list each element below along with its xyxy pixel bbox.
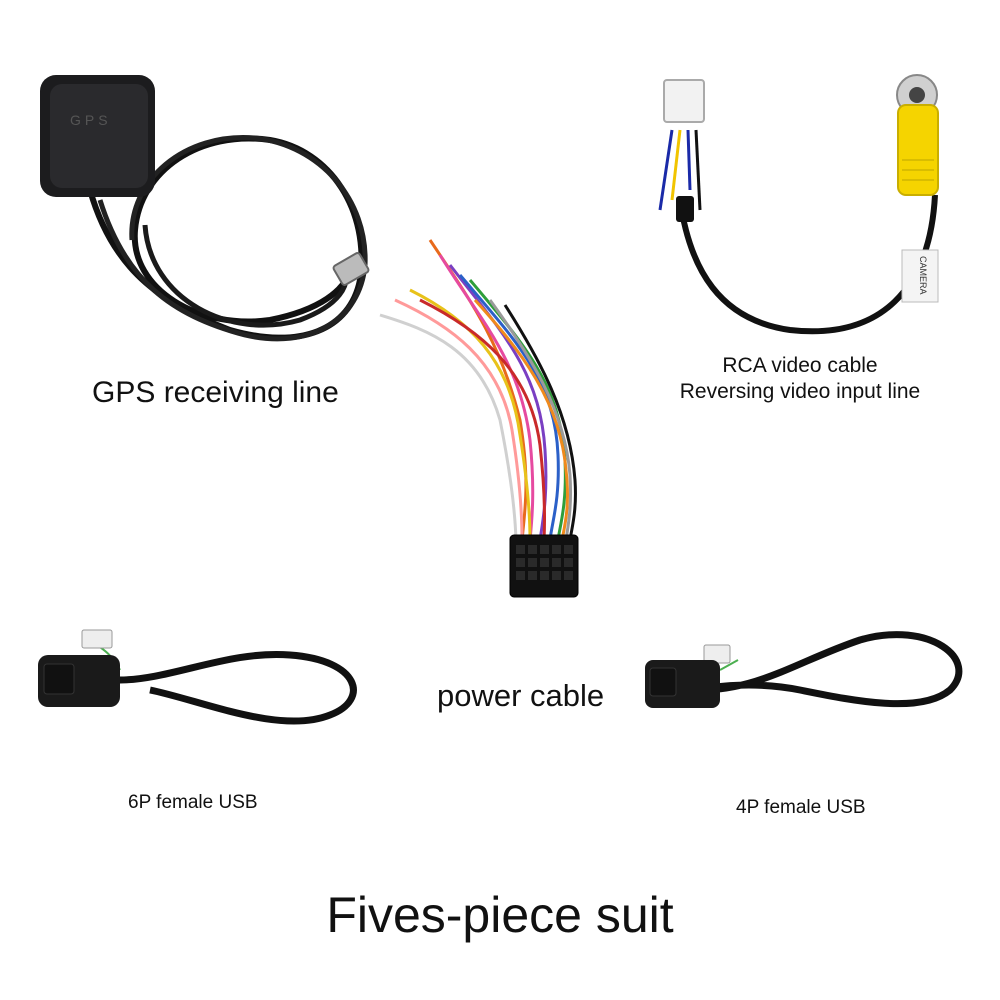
rca-yellow-jack	[897, 104, 939, 196]
rca-video-cable: CAMERA	[658, 74, 939, 335]
gps-connector	[332, 252, 370, 286]
gps-label: GPS receiving line	[92, 376, 339, 409]
gps-antenna-text: GPS	[70, 112, 112, 128]
gps-receiving-line: GPS	[40, 75, 370, 342]
suit-title: Fives-piece suit	[326, 887, 674, 943]
usb-4p-label: 4P female USB	[736, 797, 866, 818]
rca-cable	[677, 194, 938, 335]
rca-plug-connector	[663, 79, 705, 123]
usb-4p-cable	[645, 631, 963, 708]
usb-6p-cable-loop	[119, 650, 357, 725]
rca-wire-blue-1	[658, 129, 674, 211]
rca-label-line1: RCA video cable	[722, 354, 878, 377]
power-cable-harness	[379, 239, 579, 598]
rca-wire-yellow	[670, 129, 682, 201]
usb-6p-label: 6P female USB	[128, 792, 258, 813]
usb-4p-cable-loop	[699, 631, 963, 708]
rca-wire-black	[694, 129, 702, 211]
rca-label-line2: Reversing video input line	[679, 380, 921, 403]
usb-6p-cable	[38, 629, 357, 725]
rca-tag-text: CAMERA	[918, 256, 928, 295]
rca-wire-blue-2	[686, 129, 692, 191]
usb-6p-pin-connector	[81, 629, 113, 649]
power-cable-label: power cable	[437, 678, 605, 713]
gps-cable-coil-3	[142, 224, 349, 328]
rca-cable-tag	[901, 249, 939, 303]
